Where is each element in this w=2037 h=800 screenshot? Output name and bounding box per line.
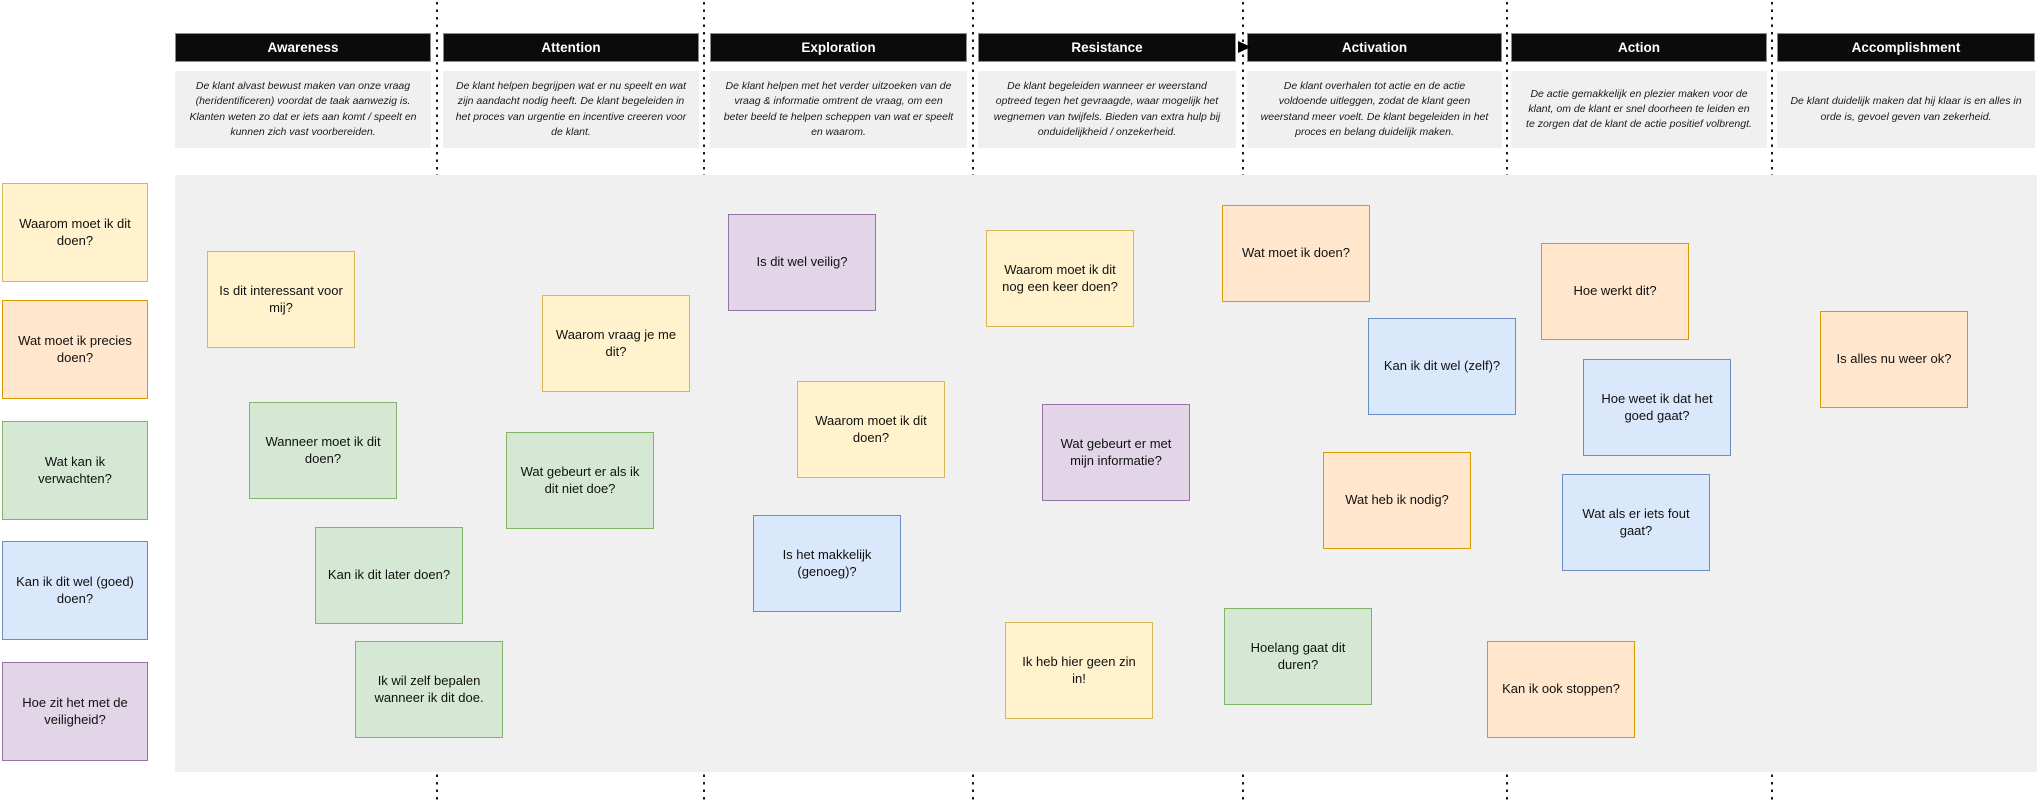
sticky-note-text: Waarom vraag je me dit? <box>555 326 677 359</box>
sticky-note[interactable]: Kan ik ook stoppen? <box>1487 641 1635 738</box>
sticky-note-sidebar[interactable]: Wat moet ik precies doen? <box>2 300 148 399</box>
stage-description-action: De actie gemakkelijk en plezier maken vo… <box>1511 71 1767 148</box>
sticky-note-text: Is alles nu weer ok? <box>1836 351 1952 367</box>
sticky-note[interactable]: Wat gebeurt er als ik dit niet doe? <box>506 432 654 529</box>
sticky-note-text: Wat gebeurt er met mijn informatie? <box>1060 435 1172 468</box>
stage-description-attention: De klant helpen begrijpen wat er nu spee… <box>443 71 699 148</box>
sticky-note-text: Kan ik dit wel (goed) doen? <box>16 573 134 606</box>
stage-description-awareness: De klant alvast bewust maken van onze vr… <box>175 71 431 148</box>
sticky-note-text: Wanneer moet ik dit doen? <box>265 433 381 466</box>
sticky-note[interactable]: Kan ik dit later doen? <box>315 527 463 624</box>
stage-description-activation: De klant overhalen tot actie en de actie… <box>1247 71 1502 148</box>
sticky-note[interactable]: Wat heb ik nodig? <box>1323 452 1471 549</box>
sticky-note-text: Hoe zit het met de veiligheid? <box>22 694 128 727</box>
sticky-note[interactable]: Waarom moet ik dit doen? <box>797 381 945 478</box>
stage-description-resistance: De klant begeleiden wanneer er weerstand… <box>978 71 1236 148</box>
sticky-note[interactable]: Wat moet ik doen? <box>1222 205 1370 302</box>
sticky-note-text: Wat gebeurt er als ik dit niet doe? <box>520 463 640 496</box>
sticky-note[interactable]: Wanneer moet ik dit doen? <box>249 402 397 499</box>
sticky-note[interactable]: Is alles nu weer ok? <box>1820 311 1968 408</box>
sticky-note-text: Is het makkelijk (genoeg)? <box>782 546 872 579</box>
sticky-note-text: Kan ik dit later doen? <box>327 567 451 583</box>
sticky-note[interactable]: Ik wil zelf bepalen wanneer ik dit doe. <box>355 641 503 738</box>
stage-header-resistance: Resistance <box>978 33 1236 62</box>
sticky-note-sidebar[interactable]: Hoe zit het met de veiligheid? <box>2 662 148 761</box>
sticky-note[interactable]: Is het makkelijk (genoeg)? <box>753 515 901 612</box>
sticky-note-text: Is dit interessant voor mij? <box>219 282 343 315</box>
sticky-note-text: Wat moet ik doen? <box>1242 245 1350 261</box>
sticky-note[interactable]: Waarom moet ik dit nog een keer doen? <box>986 230 1134 327</box>
sticky-note-text: Hoe weet ik dat het goed gaat? <box>1601 390 1713 423</box>
stage-description-exploration: De klant helpen met het verder uitzoeken… <box>710 71 967 148</box>
stage-header-accomplishment: Accomplishment <box>1777 33 2035 62</box>
sticky-note-text: Kan ik dit wel (zelf)? <box>1383 358 1501 374</box>
sticky-note[interactable]: Hoelang gaat dit duren? <box>1224 608 1372 705</box>
sticky-note[interactable]: Ik heb hier geen zin in! <box>1005 622 1153 719</box>
sticky-note-sidebar[interactable]: Waarom moet ik dit doen? <box>2 183 148 282</box>
sticky-note-text: Is dit wel veilig? <box>756 254 848 270</box>
sticky-note-text: Kan ik ook stoppen? <box>1502 681 1620 697</box>
sticky-note-text: Hoelang gaat dit duren? <box>1250 639 1346 672</box>
sticky-note-text: Wat heb ik nodig? <box>1345 492 1449 508</box>
sticky-note[interactable]: Is dit wel veilig? <box>728 214 876 311</box>
stage-header-attention: Attention <box>443 33 699 62</box>
sticky-note-sidebar[interactable]: Wat kan ik verwachten? <box>2 421 148 520</box>
sticky-note[interactable]: Waarom vraag je me dit? <box>542 295 690 392</box>
stage-description-accomplishment: De klant duidelijk maken dat hij klaar i… <box>1777 71 2035 148</box>
sticky-note[interactable]: Wat gebeurt er met mijn informatie? <box>1042 404 1190 501</box>
stage-header-activation: Activation <box>1247 33 1502 62</box>
stage-header-exploration: Exploration <box>710 33 967 62</box>
sticky-note-sidebar[interactable]: Kan ik dit wel (goed) doen? <box>2 541 148 640</box>
sticky-note-text: Waarom moet ik dit doen? <box>815 412 927 445</box>
flow-arrow-icon <box>1238 41 1251 53</box>
sticky-note[interactable]: Hoe weet ik dat het goed gaat? <box>1583 359 1731 456</box>
sticky-note-text: Wat moet ik precies doen? <box>18 332 132 365</box>
sticky-note-text: Hoe werkt dit? <box>1573 283 1657 299</box>
sticky-note-text: Waarom moet ik dit doen? <box>19 215 131 248</box>
stage-header-action: Action <box>1511 33 1767 62</box>
sticky-note[interactable]: Wat als er iets fout gaat? <box>1562 474 1710 571</box>
stage-header-awareness: Awareness <box>175 33 431 62</box>
sticky-note-text: Ik wil zelf bepalen wanneer ik dit doe. <box>374 672 484 705</box>
sticky-note-text: Wat kan ik verwachten? <box>38 453 112 486</box>
sticky-note-text: Waarom moet ik dit nog een keer doen? <box>1002 261 1118 294</box>
sticky-note-text: Ik heb hier geen zin in! <box>1022 653 1136 686</box>
sticky-note[interactable]: Is dit interessant voor mij? <box>207 251 355 348</box>
sticky-note[interactable]: Hoe werkt dit? <box>1541 243 1689 340</box>
sticky-note-text: Wat als er iets fout gaat? <box>1582 505 1690 538</box>
sticky-note[interactable]: Kan ik dit wel (zelf)? <box>1368 318 1516 415</box>
